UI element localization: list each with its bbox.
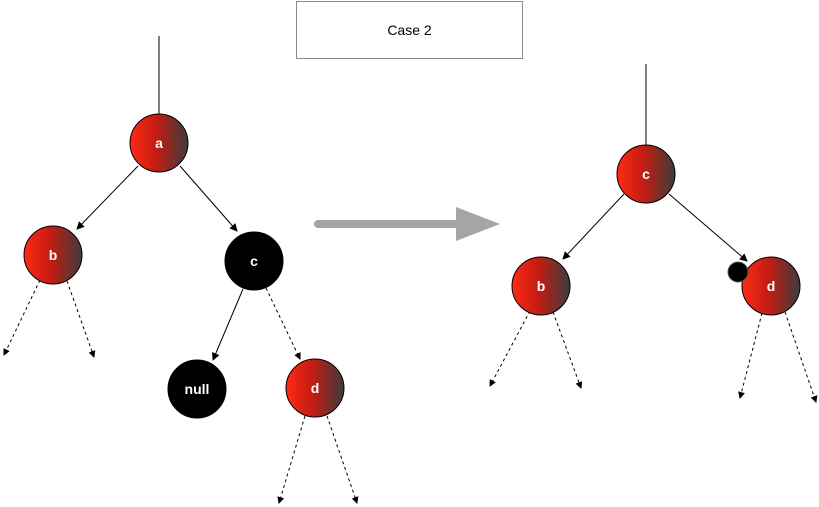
left-node-a-label: a: [155, 135, 163, 151]
left-node-c-label: c: [250, 253, 258, 269]
right-node-b: b: [511, 256, 571, 316]
right-node-d: d: [741, 256, 801, 316]
case-title: Case 2: [387, 22, 432, 38]
left-edge-a-c: [179, 165, 238, 232]
left-node-b: b: [23, 225, 83, 285]
right-edge-d-child-left: [738, 312, 763, 399]
extra-black-marker: [727, 261, 749, 283]
left-edge-b-child-right: [66, 280, 96, 358]
left-node-d-label: d: [311, 380, 320, 396]
left-edge-d-child-left: [277, 415, 306, 504]
left-node-null-label: null: [185, 381, 210, 397]
left-node-d: d: [285, 358, 345, 418]
left-edge-a-b: [76, 165, 139, 230]
right-edge-d-child-right: [784, 311, 818, 403]
left-edge-b-child-left: [3, 279, 41, 356]
right-node-d-label: d: [767, 278, 776, 294]
left-node-b-label: b: [49, 247, 58, 263]
left-node-a: a: [129, 113, 189, 173]
right-node-c-label: c: [642, 166, 650, 182]
left-node-null: null: [167, 359, 227, 419]
left-edge-c-d: [265, 287, 301, 360]
right-node-c: c: [616, 144, 676, 204]
left-node-c: c: [224, 231, 284, 291]
transform-arrow: [314, 207, 500, 241]
right-edge-c-b: [562, 193, 625, 260]
left-edge-c-null: [212, 288, 244, 361]
right-edge-b-child-right: [552, 311, 583, 389]
right-node-b-label: b: [537, 278, 546, 294]
right-edge-b-child-left: [489, 310, 531, 387]
right-edge-c-d: [668, 193, 748, 262]
case-title-box: Case 2: [296, 1, 523, 59]
left-edge-d-child-right: [326, 415, 359, 504]
